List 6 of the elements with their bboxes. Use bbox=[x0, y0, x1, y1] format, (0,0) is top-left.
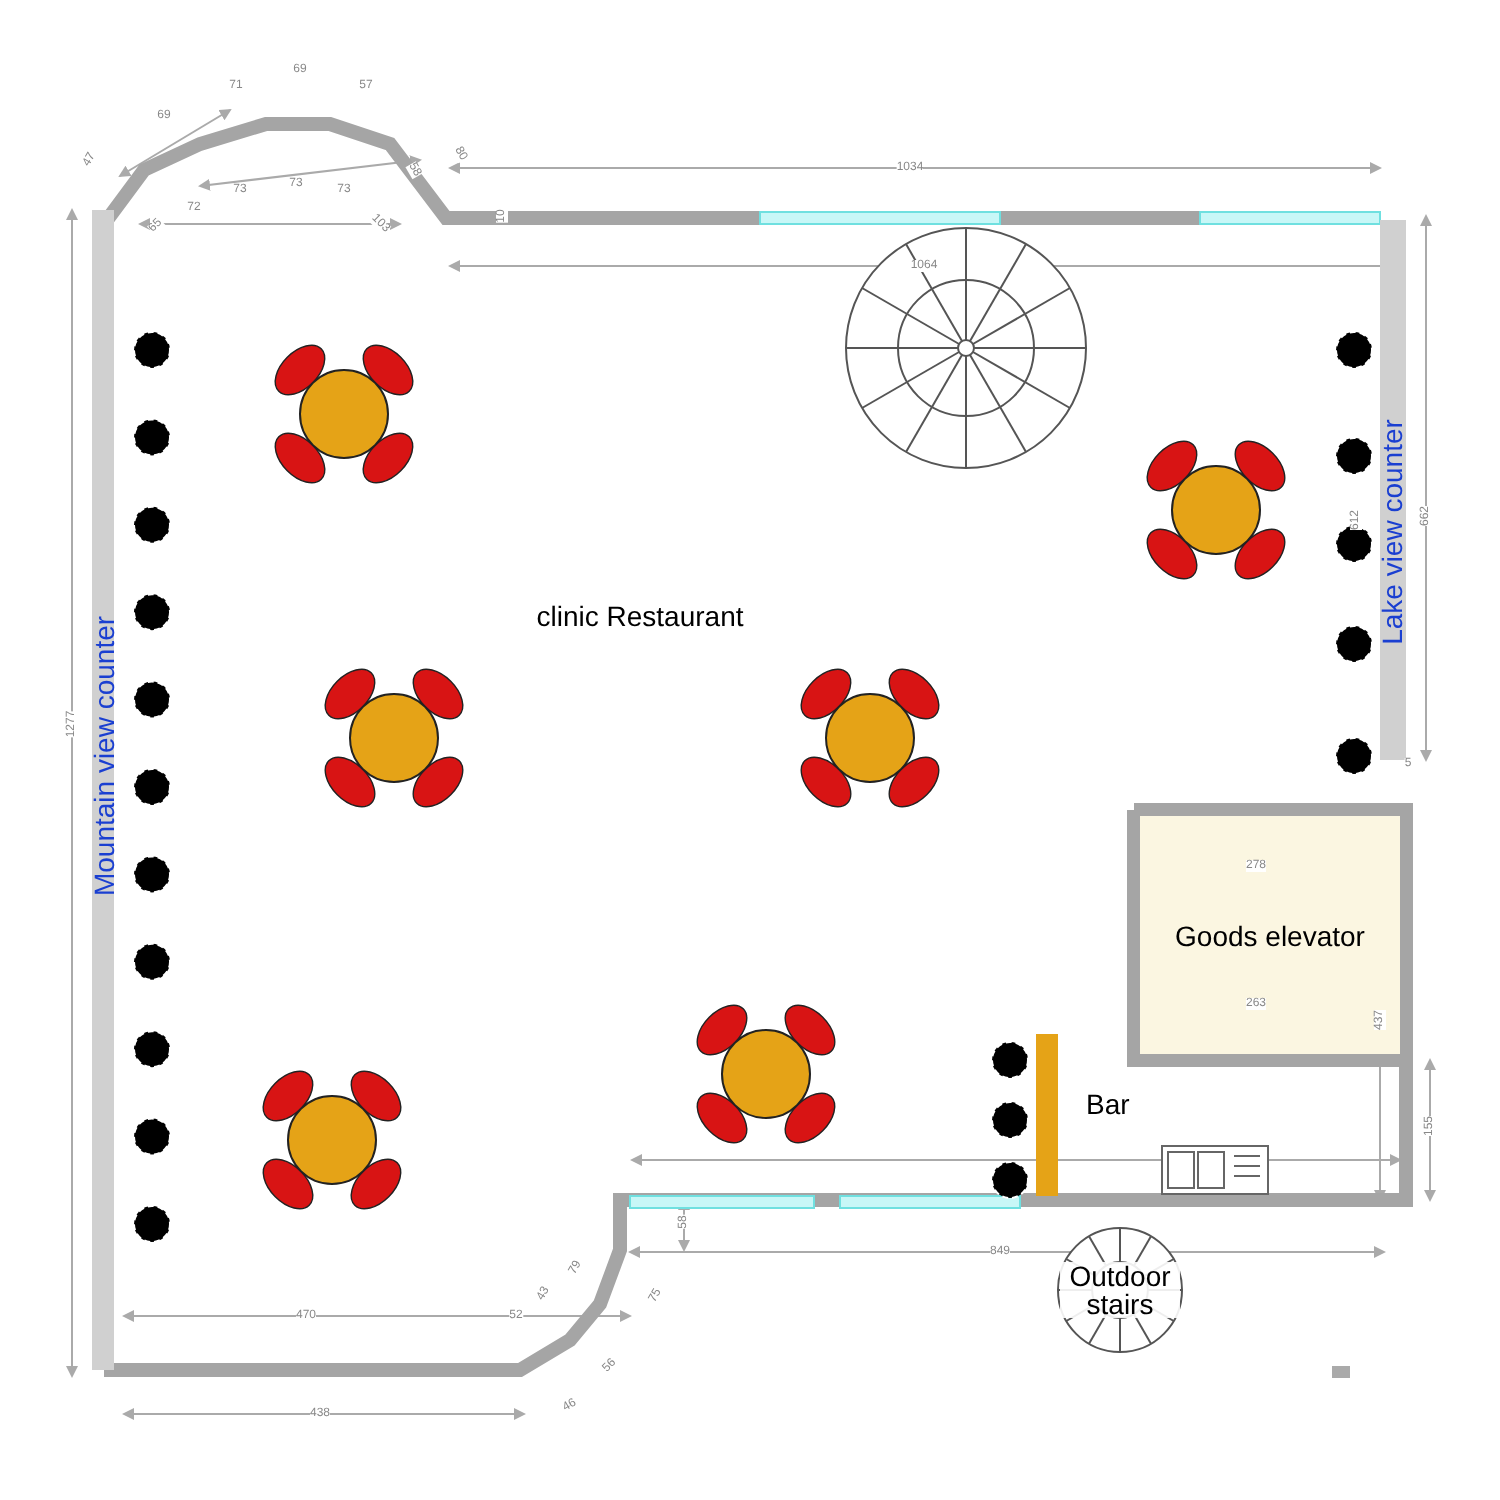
room-label: Goods elevator bbox=[1175, 921, 1365, 949]
bar-label: Bar bbox=[1086, 1090, 1130, 1118]
counter-label: Lake view counter bbox=[1378, 419, 1406, 645]
counter-label: Mountain view counter bbox=[90, 615, 118, 897]
room-title: clinic Restaurant bbox=[536, 602, 744, 630]
room-label: Outdoor stairs bbox=[1060, 1262, 1180, 1318]
